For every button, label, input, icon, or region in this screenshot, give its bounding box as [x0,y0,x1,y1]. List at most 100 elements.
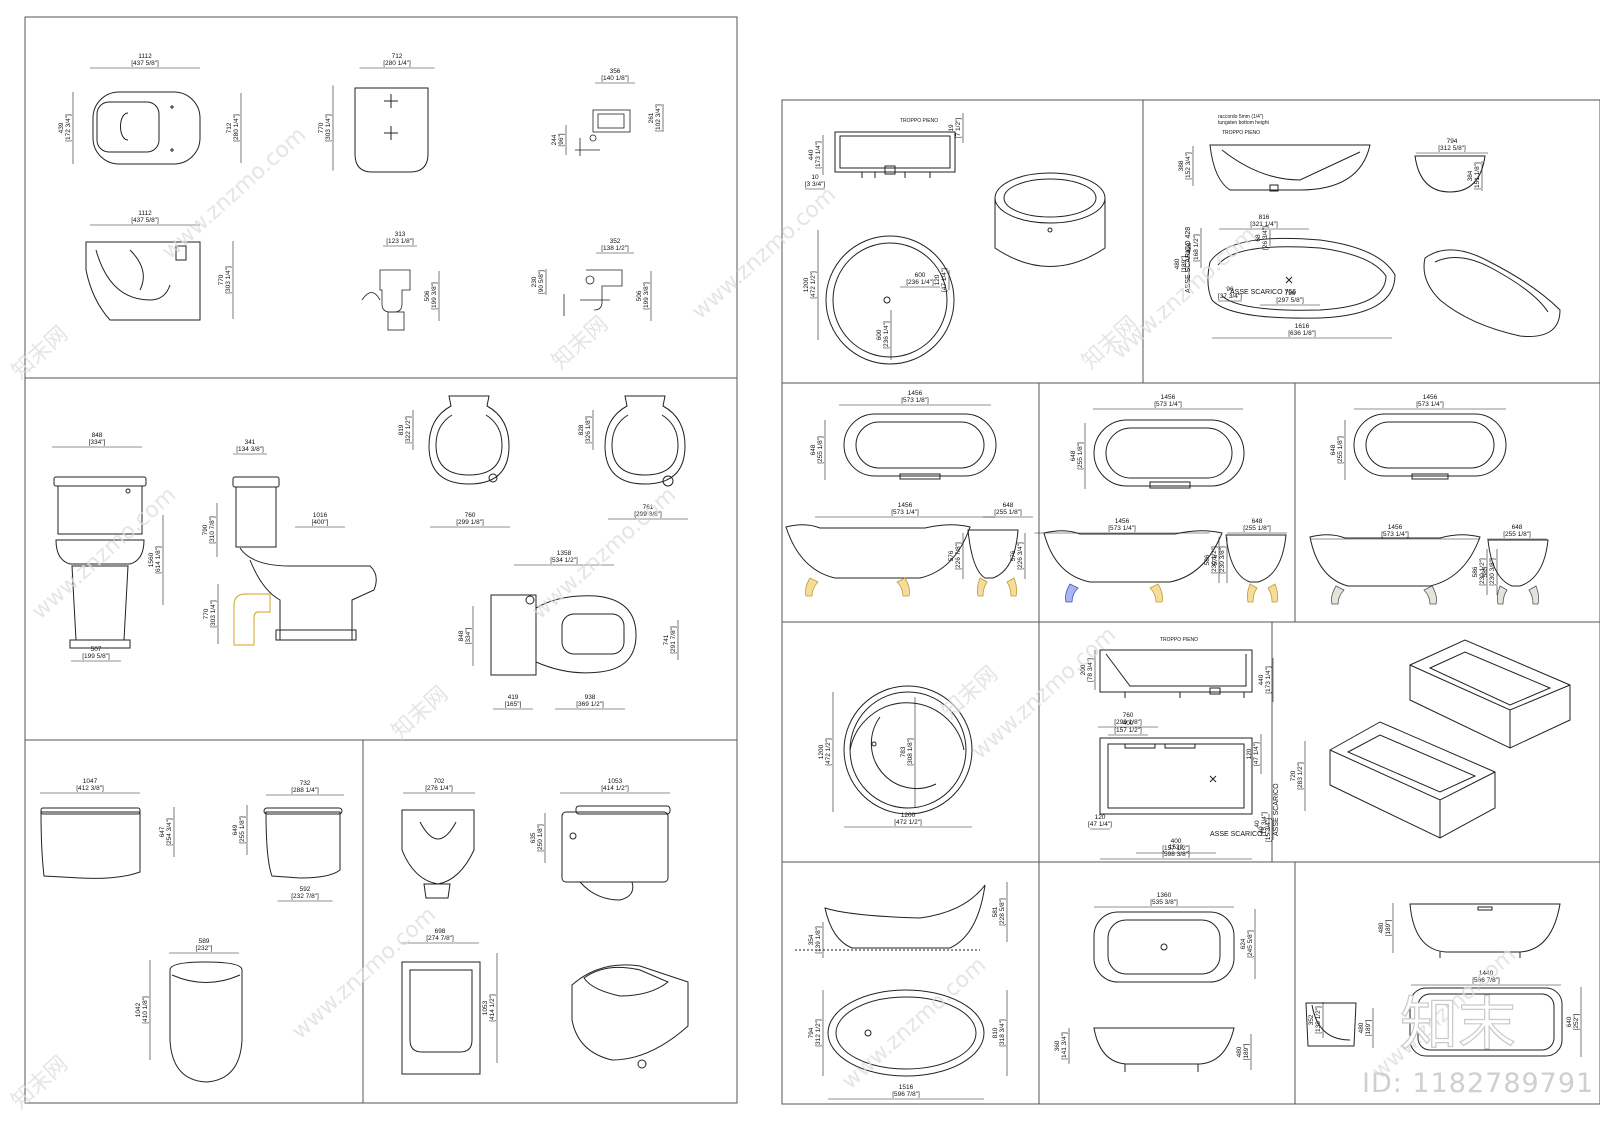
dimension-inches: [410 1/8"] [142,996,149,1024]
dimension-value: 506 [424,290,431,301]
dimension-label: 480[189"] [1378,903,1394,953]
dimension-value: 120 [1246,748,1253,759]
dimension-label: 848[334"] [52,432,142,448]
dimension-value: 1456 [1115,518,1130,525]
close-coupled-wc-front [53,476,147,649]
dimension-inches: [138 1/2"] [1315,1006,1322,1034]
dimension-value: 360 [1054,1040,1061,1051]
dimension-label: 360[141 3/4"] [1054,1028,1070,1064]
dimension-label: 440[173 1/4"] [1258,658,1274,702]
dimension-value: 1456 [1161,394,1176,401]
dimension-value: 712 [392,53,403,60]
dimension-value: 388 [1178,160,1185,171]
round-bath-plan [825,235,955,365]
dimension-inches: [138 1/2"] [601,245,629,252]
label-troppo-pieno-1: TROPPO PIENO [900,118,938,124]
dimension-inches: [369 1/2"] [576,701,604,708]
dimension-inches: [199 5/8"] [82,653,110,660]
dimension-inches: [189"] [1385,919,1392,936]
oval-bath-section [1209,144,1371,192]
dimension-inches: [321 1/4"] [1250,221,1278,228]
dimension-inches: [189"] [1243,1043,1250,1060]
close-coupled-wc-top [490,594,637,676]
dimension-label: 581[228 5/8"] [992,882,1008,942]
dimension-value: 480 [1378,922,1385,933]
dimension-label: 1456[573 1/8"] [839,390,991,406]
watermark-text-1: www.znzmo.com [157,122,311,264]
dimension-label: 10[3 3/4"] [805,174,825,190]
dimension-inches: [573 1/4"] [1416,401,1444,408]
dimension-label: 648[255 1/8"] [1070,423,1086,489]
wall-hung-wc-side-2 [263,807,343,879]
dimension-inches: [334"] [89,439,106,446]
dimension-label: 1516[596 7/8"] [828,1084,984,1100]
dimension-value: 741 [663,634,670,645]
dimension-inches: [299 3/8"] [634,511,662,518]
dimension-inches: [255 1/8"] [1337,436,1344,464]
dimension-value: 756 [1285,290,1296,297]
dimension-label: 828[326 1/8"] [578,410,594,450]
dimension-label: 200[78 3/4"] [1080,650,1096,690]
dimension-label: 600[236 1/4"] [876,310,892,360]
dimension-value: 576 [1010,550,1017,561]
dimension-value: 648 [1252,518,1263,525]
dimension-value: 794 [1447,138,1458,145]
dimension-label: 356[140 1/8"] [595,68,635,84]
dimension-inches: [168 1/2"] [1193,234,1200,262]
dimension-inches: [472 1/2"] [825,738,832,766]
dimension-value: 770 [318,122,325,133]
dimension-value: 648 [1070,450,1077,461]
dimension-value: 244 [551,134,558,145]
dimension-value: 1360 [1157,892,1172,899]
dimension-value: 230 [531,276,538,287]
slipper-bath-plan [827,989,985,1077]
dimension-value: 790 [202,524,209,535]
dimension-inches: [283 1/2"] [1297,762,1304,790]
dimension-label: 341[134 3/8"] [233,439,267,455]
dimension-inches: [288 1/4"] [291,787,319,794]
watermark-brand-2: 知末网 [547,312,613,375]
dimension-label: 592[232 7/8"] [277,886,333,902]
square-bath-end [1305,1002,1357,1047]
dimension-inches: [636 1/8"] [1288,330,1316,337]
clawfoot-bath-plan-1 [843,413,997,480]
dimension-value: 698 [435,928,446,935]
watermark-text-3: www.znzmo.com [287,902,441,1044]
close-coupled-wc-side [232,476,377,641]
dimension-value: 624 [1240,938,1247,949]
rect-freestanding-bath-side [1093,1027,1235,1072]
watermark-text-6: www.znzmo.com [967,622,1121,764]
dimension-label: 354[139 1/8"] [808,922,824,958]
dimension-label: 760[299 1/8"] [430,512,510,528]
dimension-inches: [78 3/4"] [1087,658,1094,682]
dimension-inches: [189"] [1181,255,1188,272]
dimension-value: 648 [1330,444,1337,455]
rect-bath-plan [1099,737,1253,815]
dimension-value: 40 [1254,820,1261,828]
clawfoot-bath-sides [785,524,1549,587]
wc-front-oval [169,961,243,1083]
oval-bath-perspective [1423,249,1561,337]
dimension-value: 480 [1358,1022,1365,1033]
dimension-inches: [236 1/4"] [883,321,890,349]
dimension-value: 480 [1236,1046,1243,1057]
round-bath-plan-2 [843,685,973,815]
dimension-inches: [334"] [465,627,472,644]
dimension-inches: [400"] [312,519,329,526]
dimension-label: 600[236 1/4"] [900,272,940,288]
dimension-label: 1053[414 1/2"] [482,953,498,1063]
dimension-label: 783[308 1/8"] [900,697,916,807]
dimension-label: 120[47 1/4"] [1246,734,1262,774]
dimension-inches: [274 7/8"] [426,935,454,942]
dimension-value: 1112 [138,53,152,60]
dimension-label: 230[90 5/8"] [531,269,547,295]
dimension-label: 702[276 1/4"] [403,778,475,794]
dimension-value: 1560 [148,552,155,567]
dimension-value: 1053 [482,1000,489,1015]
dimension-inches: [472 1/2"] [810,271,817,299]
dimension-inches: [189"] [1365,1019,1372,1036]
dimension-label: 1016[400"] [295,512,345,528]
dimension-inches: [152 3/4"] [1185,152,1192,180]
dimension-label: 640[252"] [1566,987,1582,1057]
dimension-inches: [151 1/8"] [1474,162,1481,190]
